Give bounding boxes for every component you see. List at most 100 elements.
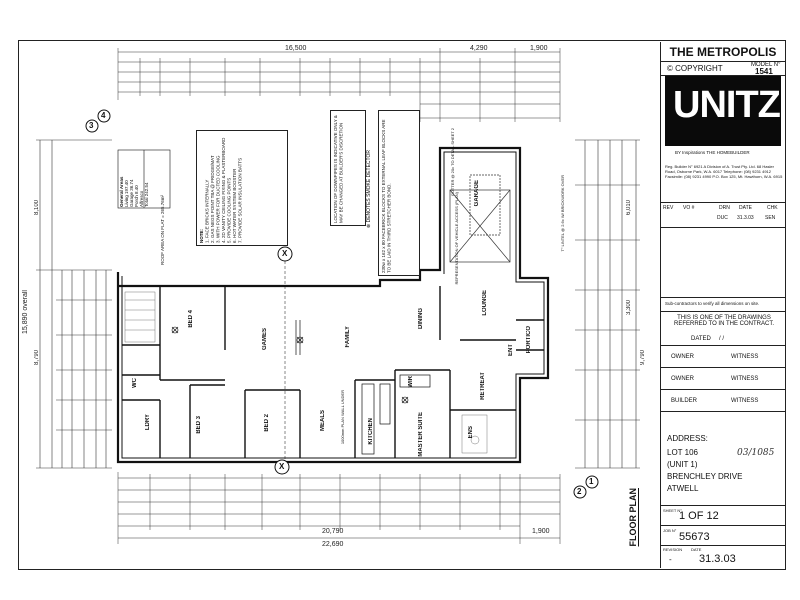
- room-label-bed2: BED 2: [264, 414, 270, 432]
- copyright-row: © COPYRIGHT MODEL N° 1541: [661, 62, 785, 76]
- garage-vehicle-outline: [449, 174, 511, 263]
- address-line: LOT 106: [667, 448, 698, 457]
- room-label-wir: WIR: [408, 376, 414, 388]
- meals-plan-wall-note: 1000mm PLAN WALL UNDER: [340, 390, 345, 445]
- witness-label: WITNESS: [731, 354, 759, 360]
- room-label-bed3: BED 3: [196, 416, 202, 434]
- room-label-family: FAMILY: [345, 326, 351, 348]
- rev-header: REV: [663, 205, 674, 211]
- revision-blank-rows: [661, 228, 785, 298]
- room-label-ens: ENS: [468, 426, 474, 439]
- dated-label: DATED: [691, 336, 711, 342]
- top-dim-main: 16,500: [285, 45, 307, 52]
- sheet-number: 1 OF 12: [679, 510, 719, 522]
- section-marker-bottom-label: X: [279, 462, 285, 471]
- downpipe-note: LOCATION OF DOWNPIPES IS INDICATIVE ONLY…: [330, 110, 366, 226]
- right-dimension-lines: [575, 139, 640, 469]
- left-dim-1: 8,790: [34, 350, 40, 366]
- room-label-lounge: LOUNGE: [482, 290, 488, 316]
- model-no: 1541: [755, 67, 773, 76]
- handwritten-date: 03/1085: [737, 448, 775, 458]
- address-line: ATWELL: [667, 484, 699, 493]
- witness-label: WITNESS: [731, 398, 759, 404]
- room-label-games: GAMES: [262, 328, 268, 351]
- lintel-note: T" LINTEL @ 2.6c W/ BRICKWORK OVER: [560, 175, 565, 252]
- company-details: Reg. Builder N° 6921 A Division of A. Tr…: [665, 164, 783, 179]
- room-label-dining: DINING: [418, 308, 424, 329]
- revision-value: -: [669, 555, 672, 564]
- date-value: 31.3.03: [737, 215, 754, 221]
- left-dim-overall: 15,890 overall: [22, 290, 29, 334]
- sheet-label: SHEET N°: [663, 508, 682, 513]
- company-row: THE METROPOLIS: [661, 42, 785, 62]
- elevation-3: 3: [89, 121, 94, 130]
- right-dim-3: 6,010: [626, 200, 632, 216]
- room-label-ldry: LDRY: [145, 414, 151, 431]
- kitchen-benches: [361, 374, 431, 455]
- room-label-garage: GARAGE: [474, 180, 480, 207]
- chk-value: SEN: [765, 215, 776, 221]
- top-dim-right: 1,900: [530, 45, 548, 52]
- bottom-dimension-lines: [117, 472, 561, 544]
- room-label-meals: MEALS: [320, 410, 326, 431]
- revision-date: 31.3.03: [699, 553, 736, 565]
- revision-label: REVISION: [663, 547, 683, 552]
- dated-value: / /: [719, 336, 725, 342]
- address-block: ADDRESS: LOT 106 (UNIT 1) BRENCHLEY DRIV…: [661, 412, 785, 506]
- room-label-wc: WC: [132, 378, 138, 388]
- drawing-sheet: [18, 40, 786, 570]
- room-label-master-suite: MASTER SUITE: [418, 412, 424, 457]
- elevation-markers: [85, 109, 599, 499]
- roof-area-note: ROOF AREA ON FLAT = 265.76m²: [160, 195, 165, 265]
- title-block: THE METROPOLIS © COPYRIGHT MODEL N° 1541…: [660, 42, 785, 568]
- job-row: JOB N° 55673: [661, 526, 785, 546]
- left-dim-2: 8,100: [34, 200, 40, 216]
- sheet-row: SHEET N° 1 OF 12: [661, 506, 785, 526]
- contract-row: THIS IS ONE OF THE DRAWINGS REFERRED TO …: [661, 312, 785, 346]
- bottom-dim-main: 20,790: [322, 528, 344, 535]
- revision-table: REV VO # DRN DATE CHK DUC 31.3.03 SEN: [661, 202, 785, 228]
- date-label: DATE: [691, 547, 702, 552]
- drawings-note: THIS IS ONE OF THE DRAWINGS REFERRED TO …: [673, 315, 774, 327]
- drn-header: DRN: [719, 205, 730, 211]
- section-markers: [274, 246, 293, 475]
- owner-label: OWNER: [671, 354, 694, 360]
- exterior-walls: [116, 146, 550, 464]
- facebrick-note: 230w x 162 x 80 FACEBRICK BLOCKS TO EXTE…: [378, 110, 420, 276]
- left-dimension-lines: [36, 139, 112, 469]
- section-marker-top-label: X: [282, 249, 288, 258]
- family-island: [295, 320, 301, 355]
- chk-header: CHK: [767, 205, 778, 211]
- address-line: (UNIT 1): [667, 460, 698, 469]
- area-table-frame: [117, 149, 171, 209]
- bottom-dim-right: 1,900: [532, 528, 550, 535]
- drn-value: DUC: [717, 215, 728, 221]
- room-label-entry: ENT: [508, 344, 514, 356]
- right-dim-1: 9,790: [640, 350, 646, 366]
- owner-label: OWNER: [671, 376, 694, 382]
- job-label: JOB N°: [663, 528, 677, 533]
- date-header: DATE: [739, 205, 752, 211]
- exterior-walls-inner: [121, 151, 545, 459]
- subcontractor-note: Sub-contractors to verify all dimensions…: [665, 301, 760, 306]
- note-line: 7. PROVIDE SOLAR INSULATION BATTS: [237, 157, 243, 243]
- gutter-note: GUTTER @ 20c TO DETAIL SHEET 2: [450, 128, 455, 197]
- right-dim-2: 3,300: [626, 300, 632, 316]
- company-name: THE METROPOLIS: [669, 45, 777, 59]
- smoke-detector-note: ⊗ DENOTES SMOKE DETECTOR: [366, 150, 372, 228]
- bottom-dim-overall: 22,690: [322, 541, 344, 548]
- smoke-detectors: [171, 326, 409, 404]
- top-dim-garage: 4,290: [470, 45, 488, 52]
- room-label-retreat: RETREAT: [480, 372, 486, 400]
- rev-value: [661, 215, 681, 221]
- subcontractor-row: Sub-contractors to verify all dimensions…: [661, 298, 785, 312]
- elevation-1: 1: [589, 477, 594, 486]
- job-number: 55673: [679, 531, 710, 543]
- notes-box: NOTE: 1. FACE BRICKS INTERNALLY 2. GAS N…: [196, 130, 288, 246]
- address-line: BRENCHLEY DRIVE: [667, 472, 743, 481]
- logo-tagline: BY Inspirations THE HOMEBUILDER: [675, 150, 750, 155]
- room-label-kitchen: KITCHEN: [368, 418, 374, 445]
- bathroom-hatching: [124, 291, 488, 454]
- sign-row-3: BUILDER WITNESS: [661, 390, 785, 412]
